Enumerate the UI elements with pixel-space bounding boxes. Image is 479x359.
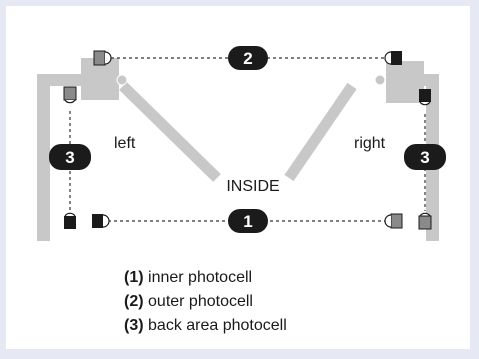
- legend-text: outer photocell: [148, 293, 253, 310]
- badge-outer-photocell: 2: [228, 46, 268, 70]
- legend-text: back area photocell: [148, 317, 287, 334]
- label-left: left: [114, 135, 136, 152]
- svg-text:2: 2: [243, 49, 252, 68]
- svg-text:3: 3: [65, 148, 74, 167]
- inner-photocell-right: [384, 213, 403, 229]
- badge-inner-photocell: 1: [228, 209, 268, 233]
- legend: (1) inner photocell (2) outer photocell …: [124, 266, 287, 338]
- right-wall: [392, 74, 439, 241]
- outer-photocell-right: [384, 51, 402, 65]
- label-right: right: [354, 135, 386, 152]
- legend-item-back-area: (3) back area photocell: [124, 314, 287, 338]
- legend-item-inner: (1) inner photocell: [124, 266, 287, 290]
- back-right-photocell-top: [419, 89, 431, 106]
- svg-text:3: 3: [420, 148, 429, 167]
- legend-item-outer: (2) outer photocell: [124, 290, 287, 314]
- back-left-photocell-bottom: [64, 212, 76, 229]
- left-wall: [37, 74, 84, 241]
- diagram-panel: 2 1 3 3 left right INSIDE (1) inner phot…: [6, 6, 470, 349]
- right-gate-leaf: [284, 82, 357, 182]
- left-hinge: [116, 74, 128, 86]
- gate-photocell-diagram: 2 1 3 3 left right INSIDE: [37, 46, 446, 241]
- back-left-photocell-top: [63, 86, 77, 104]
- badge-back-right-photocell: 3: [404, 144, 446, 170]
- legend-key: (1): [124, 269, 144, 286]
- legend-key: (2): [124, 293, 144, 310]
- right-gate-motor: [386, 61, 424, 103]
- legend-text: inner photocell: [148, 269, 253, 286]
- label-inside: INSIDE: [226, 178, 279, 195]
- back-right-photocell-bottom: [418, 212, 432, 230]
- svg-text:1: 1: [243, 212, 252, 231]
- right-hinge: [374, 74, 386, 86]
- inner-photocell-left: [92, 214, 110, 228]
- legend-key: (3): [124, 317, 144, 334]
- badge-back-left-photocell: 3: [49, 144, 91, 170]
- left-gate-leaf: [119, 82, 221, 182]
- outer-photocell-left: [93, 50, 112, 66]
